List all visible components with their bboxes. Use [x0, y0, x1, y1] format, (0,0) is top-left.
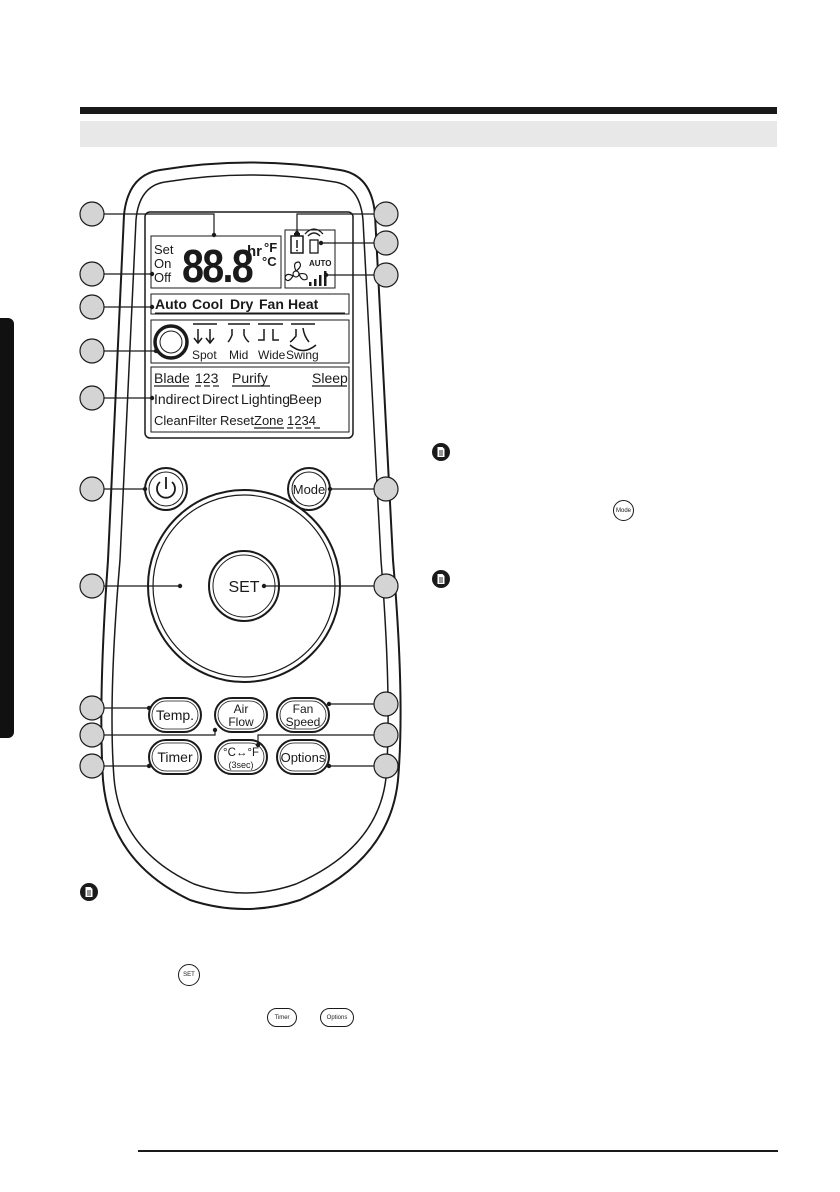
option-blade-numbers: 123 — [195, 370, 219, 386]
note-icon — [80, 883, 98, 901]
options-button-label: Options — [281, 750, 326, 765]
option-zone-label: Zone — [254, 413, 284, 428]
callout-marker — [80, 574, 104, 598]
option-beep-label: Beep — [289, 391, 322, 407]
option-sleep-label: Sleep — [312, 370, 348, 386]
inline-timer-label: Timer — [274, 1015, 289, 1021]
inline-options-label: Options — [327, 1015, 348, 1021]
callout-marker — [374, 477, 398, 501]
fan-speed-label-line2: Speed — [286, 715, 321, 729]
callout-marker — [374, 574, 398, 598]
fan-speed-button[interactable]: Fan Speed — [277, 698, 329, 732]
option-purify-label: Purify — [232, 370, 268, 386]
callout-marker — [80, 477, 104, 501]
callout-marker — [374, 263, 398, 287]
option-reset-label: Reset — [220, 413, 254, 428]
airflow-swing-label: Swing — [286, 348, 319, 362]
option-cleanfilter-label: CleanFilter — [154, 413, 218, 428]
mode-heat-label: Heat — [288, 296, 319, 312]
inline-options-button-icon: Options — [320, 1008, 354, 1027]
mode-dry-label: Dry — [230, 296, 254, 312]
lcd-mode-row: Auto Cool Dry Fan Heat — [155, 296, 319, 312]
callout-marker — [80, 723, 104, 747]
callout-marker — [374, 692, 398, 716]
callout-marker — [80, 386, 104, 410]
airflow-mid-label: Mid — [229, 348, 248, 362]
mode-button-label: Mode — [293, 482, 326, 497]
callout-marker — [80, 696, 104, 720]
inline-timer-button-icon: Timer — [267, 1008, 297, 1027]
option-blade-label: Blade — [154, 370, 190, 386]
fan-speed-bars-icon — [309, 271, 327, 286]
airflow-wide-label: Wide — [258, 348, 286, 362]
mode-fan-label: Fan — [259, 296, 284, 312]
lcd-set-label: Set — [154, 242, 174, 257]
callout-marker — [80, 754, 104, 778]
fan-icon — [285, 262, 307, 281]
inline-mode-button-icon: Mode — [613, 500, 634, 521]
set-button-label: SET — [228, 579, 259, 596]
lcd-digits: 88.8 — [182, 240, 253, 292]
mode-cool-label: Cool — [192, 296, 223, 312]
note-icon — [432, 443, 450, 461]
airflow-arrows-icon — [193, 324, 316, 351]
timer-button-label: Timer — [157, 749, 193, 765]
airflow-spot-label: Spot — [192, 348, 217, 362]
fan-speed-label-line1: Fan — [293, 702, 314, 716]
inline-mode-label: Mode — [616, 508, 631, 514]
inline-set-label: SET — [183, 972, 195, 978]
air-flow-label-line2: Flow — [228, 715, 254, 729]
timer-button[interactable]: Timer — [149, 740, 201, 774]
lcd-on-label: On — [154, 256, 171, 271]
callout-marker — [80, 262, 104, 286]
callout-marker — [374, 723, 398, 747]
unit-toggle-label-line1: °C↔°F — [223, 747, 259, 759]
temp-button[interactable]: Temp. — [149, 698, 201, 732]
inline-set-button-icon: SET — [178, 964, 200, 986]
option-indirect-label: Indirect — [154, 391, 200, 407]
callout-markers-left — [80, 202, 104, 778]
callout-marker — [80, 339, 104, 363]
unit-toggle-label-line2: (3sec) — [228, 760, 253, 770]
battery-icon — [291, 233, 303, 253]
lcd-degf-label: °F — [264, 240, 277, 255]
lcd-off-label: Off — [154, 270, 171, 285]
option-zone-numbers: 1234 — [287, 413, 316, 428]
note-icon — [432, 570, 450, 588]
callout-markers-right — [374, 202, 398, 778]
option-direct-label: Direct — [202, 391, 239, 407]
lcd-degc-label: °C — [262, 254, 277, 269]
ring-indicator-icon — [155, 326, 187, 358]
callout-marker — [374, 754, 398, 778]
power-button[interactable] — [145, 468, 187, 510]
temp-button-label: Temp. — [156, 707, 194, 723]
lcd-airflow-labels: Spot Mid Wide Swing — [192, 348, 319, 362]
lcd-auto-label: AUTO — [309, 259, 332, 268]
air-flow-label-line1: Air — [234, 702, 249, 716]
option-lighting-label: Lighting — [241, 391, 290, 407]
callout-marker — [374, 202, 398, 226]
lcd-hr-label: hr — [247, 243, 262, 260]
options-button[interactable]: Options — [277, 740, 329, 774]
callout-marker — [80, 202, 104, 226]
air-flow-button[interactable]: Air Flow — [215, 698, 267, 732]
callout-marker — [374, 231, 398, 255]
mode-auto-label: Auto — [155, 296, 187, 312]
callout-marker — [80, 295, 104, 319]
